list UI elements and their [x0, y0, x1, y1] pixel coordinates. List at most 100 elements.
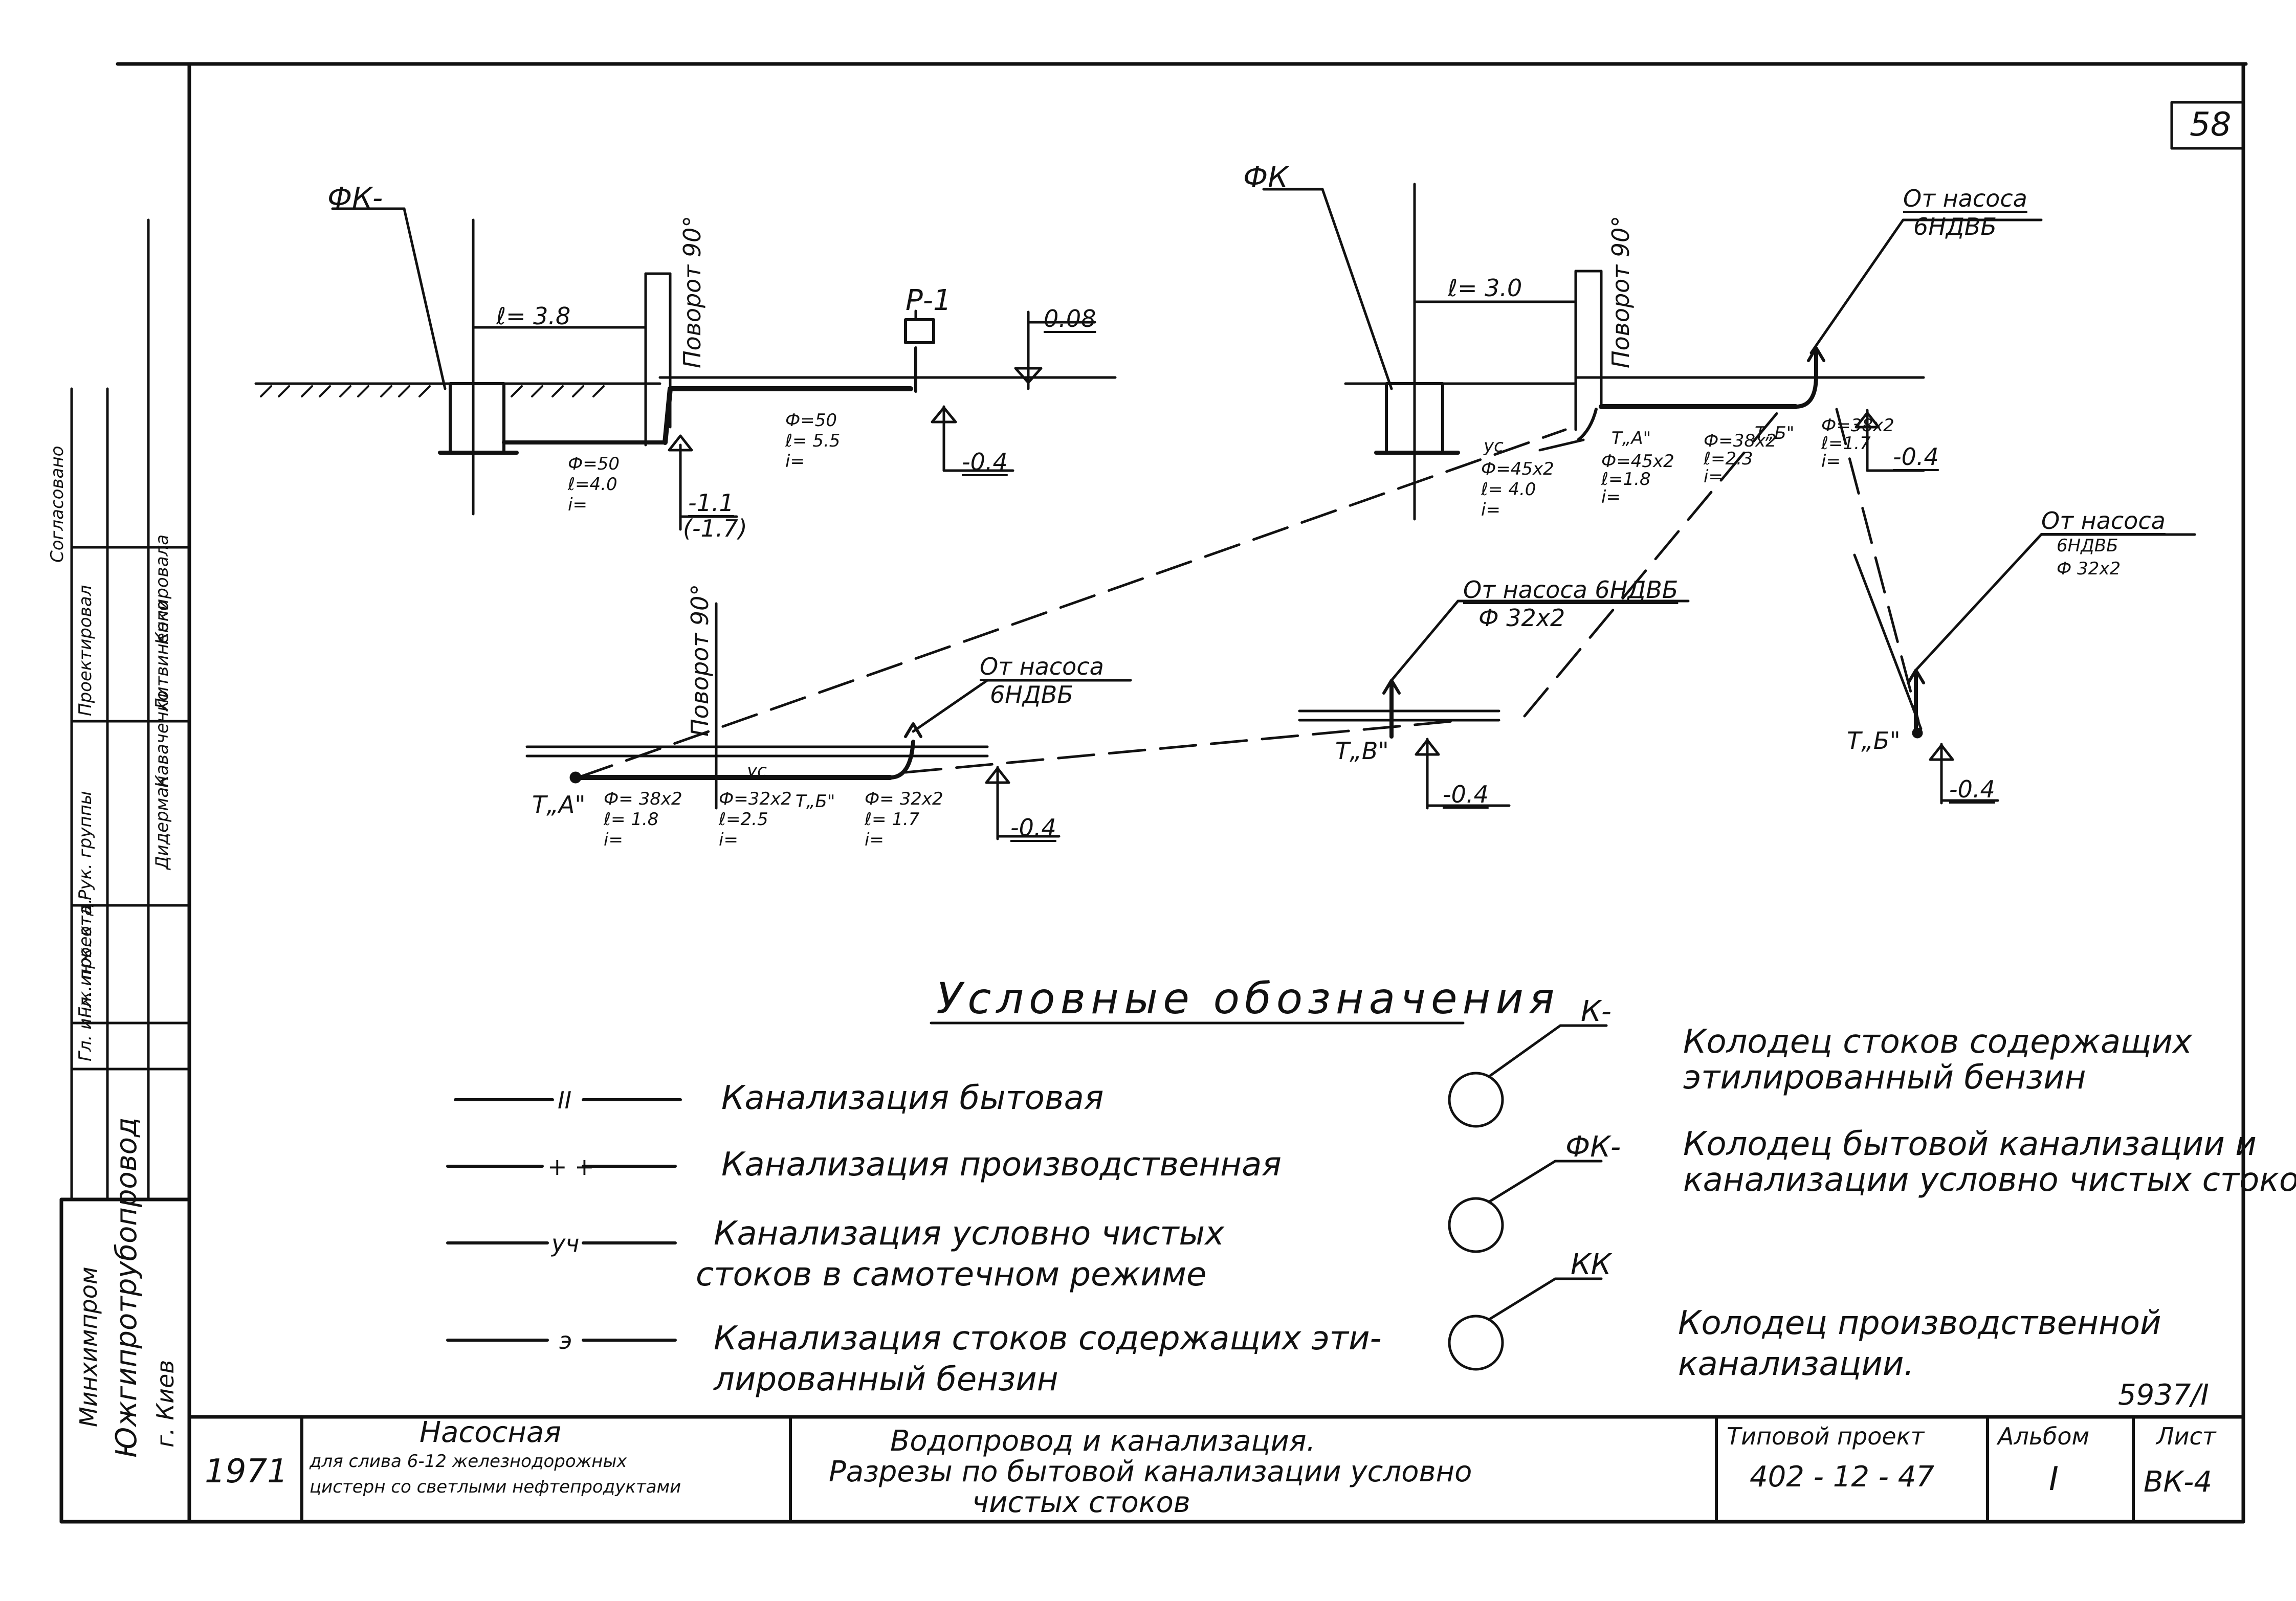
pipe-spec: Ф=38x2: [1821, 415, 1894, 436]
document-code: 5937/I: [2118, 1378, 2209, 1412]
level-label: -0.4: [1443, 781, 1489, 808]
pump-source-label: От насоса: [2041, 507, 2166, 535]
rotation-label: Поворот 90°: [678, 215, 706, 368]
legend-line-mark: II: [558, 1086, 572, 1114]
pipe-spec: ℓ= 4.0: [1481, 479, 1536, 500]
pipe-spec: i=: [865, 830, 884, 850]
legend-line-mark: + +: [547, 1153, 594, 1181]
project-number: 402 - 12 - 47: [1750, 1460, 1935, 1494]
legend-line-text: лированный бензин: [714, 1361, 1058, 1398]
stamp-role: Проектировал: [75, 585, 96, 716]
legend-lines: [446, 1021, 1465, 1342]
object-title: Насосная: [420, 1416, 561, 1449]
pipe-spec: i=: [719, 830, 738, 850]
pipe-spec: Ф=50: [568, 454, 620, 474]
pipe-spec: Ф 32x2: [1478, 604, 1565, 632]
sheet-title: Разрезы по бытовой канализации условно: [829, 1455, 1472, 1488]
level-label: -0.4: [1893, 443, 1939, 471]
pipe-spec: Ф=38x2: [1704, 431, 1777, 451]
point-label: Т„В": [1335, 737, 1389, 765]
distance-label: ℓ= 3.0: [1448, 274, 1522, 302]
stamp-role: Гл. инж. отд.: [75, 898, 96, 1018]
title-block-grid: [300, 1415, 2135, 1523]
stamp-org: Южгипротрубопровод: [110, 1117, 143, 1458]
pipe-spec: Ф=45x2: [1601, 451, 1674, 472]
pipe-spec: ℓ=4.0: [568, 474, 617, 495]
legend-line-text: Канализация условно чистых: [714, 1215, 1224, 1253]
legend-well-text: канализации условно чистых стоков: [1683, 1161, 2296, 1199]
sheet-frame: [59, 62, 2248, 1524]
pipe-spec: i=: [604, 830, 623, 850]
ground-hatch: [260, 385, 605, 397]
stamp-city: г. Киев: [151, 1360, 179, 1448]
level-label: -1.1: [688, 489, 734, 517]
legend-line-mark: уч: [551, 1230, 580, 1257]
album-label: Альбом: [1998, 1422, 2090, 1450]
pipe-spec: i=: [1704, 466, 1723, 487]
legend-line-text: стоков в самотечном режиме: [696, 1256, 1207, 1294]
level-label: -0.4: [962, 448, 1008, 476]
pipe-spec: ℓ= 1.7: [865, 809, 920, 830]
title-year: 1971: [205, 1453, 288, 1491]
legend-well-text: этилированный бензин: [1683, 1059, 2086, 1097]
sheet-title: Водопровод и канализация.: [890, 1425, 1316, 1458]
pipe-spec: i=: [1481, 500, 1500, 520]
pipe-spec: Ф=50: [785, 410, 837, 431]
stamp-approved: Согласовано: [47, 446, 68, 563]
pipe-spec: ℓ=1.7: [1821, 433, 1871, 454]
project-label: Типовой проект: [1727, 1422, 1925, 1450]
pump-model-label: 6НДВБ: [2057, 536, 2118, 556]
stamp-role: Рук. группы: [75, 791, 96, 900]
rotation-label: Поворот 90°: [686, 584, 714, 737]
object-subtitle: для слива 6-12 железнодорожных: [310, 1451, 627, 1472]
pump-source-label: От насоса 6НДВБ: [1463, 576, 1679, 604]
legend-well-text: канализации.: [1678, 1345, 1914, 1383]
legend-line-text: Канализация бытовая: [721, 1079, 1104, 1117]
sheet-title: чистых стоков: [972, 1486, 1190, 1519]
level-label: (-1.7): [683, 515, 747, 542]
page-number: 58: [2190, 106, 2232, 144]
stamp-name: Дидерман: [152, 775, 172, 870]
level-label: -0.4: [1010, 814, 1056, 841]
pipe-spec: i=: [785, 451, 805, 472]
side-stamp-grid: [70, 218, 191, 1201]
point-label: Т„Б": [1755, 423, 1795, 443]
pipe-spec: Ф= 32x2: [865, 789, 943, 809]
flow-mark: ус: [1484, 436, 1504, 456]
pipe-spec: i=: [1821, 451, 1841, 472]
rotation-label: Поворот 90°: [1607, 215, 1635, 368]
well-label: ФК-: [327, 182, 383, 215]
dashed-connectors: [577, 408, 1920, 779]
pipe-spec: Ф=45x2: [1481, 459, 1554, 479]
gate-label: Р-1: [906, 284, 952, 317]
legend-title: Условные обозначения: [936, 973, 1560, 1024]
bottom-left-section: [525, 602, 1132, 840]
legend-line-text: Канализация производственная: [721, 1146, 1282, 1184]
album-value: I: [2049, 1460, 2059, 1498]
pipe-spec: i=: [1601, 487, 1621, 507]
top-right-section: [1262, 183, 2196, 730]
legend-well-mark: КК: [1571, 1248, 1611, 1281]
legend-wells: [1448, 1024, 1608, 1371]
legend-well-mark: ФК-: [1565, 1130, 1621, 1164]
distance-label: ℓ= 3.8: [496, 302, 571, 330]
pipe-spec: ℓ=1.8: [1601, 469, 1651, 490]
point-label: Т„Б": [1847, 727, 1901, 754]
pump-source-label: От насоса: [1903, 185, 2027, 212]
pipe-spec: Ф 32x2: [2057, 559, 2121, 579]
sheet-label: Лист: [2156, 1422, 2216, 1450]
legend-well-mark: К-: [1581, 995, 1611, 1028]
pipe-spec: ℓ= 1.8: [604, 809, 659, 830]
pipe-spec: Ф=32x2: [719, 789, 792, 809]
legend-line-text: Канализация стоков содержащих эти-: [714, 1320, 1382, 1358]
stamp-org: Минхимпром: [75, 1266, 102, 1427]
object-subtitle: цистерн со светлыми нефтепродуктами: [310, 1477, 681, 1497]
legend-well-text: Колодец бытовой канализации и: [1683, 1125, 2257, 1163]
page-number-box: [2170, 101, 2245, 150]
pipe-spec: Ф= 38x2: [604, 789, 682, 809]
pipe-spec: i=: [568, 495, 587, 515]
level-label: -0.4: [1949, 775, 1995, 803]
point-label: Т„А": [532, 791, 586, 818]
